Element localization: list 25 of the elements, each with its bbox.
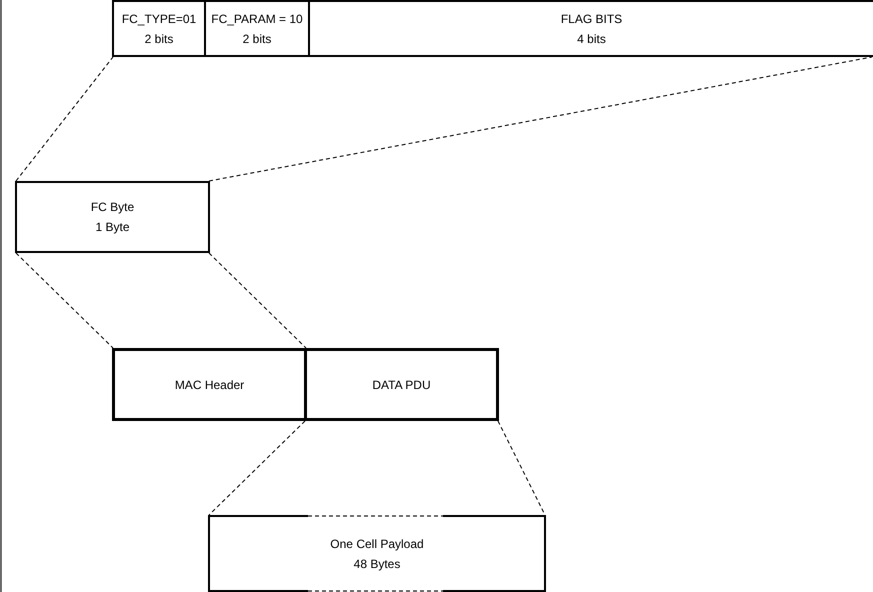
field-name: FC_TYPE=01 [122,10,196,28]
field-size: 4 bits [577,30,606,48]
expansion-line [498,420,546,516]
expansion-line [208,252,306,348]
field-size: 48 Bytes [354,556,400,572]
field-size: 2 bits [242,30,272,48]
expansion-line [16,56,114,182]
field-name: FC Byte [90,199,134,216]
field-name: FLAG BITS [560,10,622,28]
field-box [204,0,310,57]
field-box [308,0,873,57]
field-box [112,0,206,57]
field-name: FC_PARAM = 10 [211,10,303,28]
field-box [112,348,307,421]
expansion-line [208,420,306,516]
field-box [15,181,210,253]
field-name: MAC Header [174,376,244,394]
expansion-line [208,56,872,182]
field-name: One Cell Payload [330,536,424,552]
field-size: 2 bits [144,30,174,48]
field-name: DATA PDU [372,376,431,394]
field-box [304,348,499,421]
expansion-line [16,252,114,348]
field-box [208,515,546,592]
field-size: 1 Byte [95,219,130,236]
